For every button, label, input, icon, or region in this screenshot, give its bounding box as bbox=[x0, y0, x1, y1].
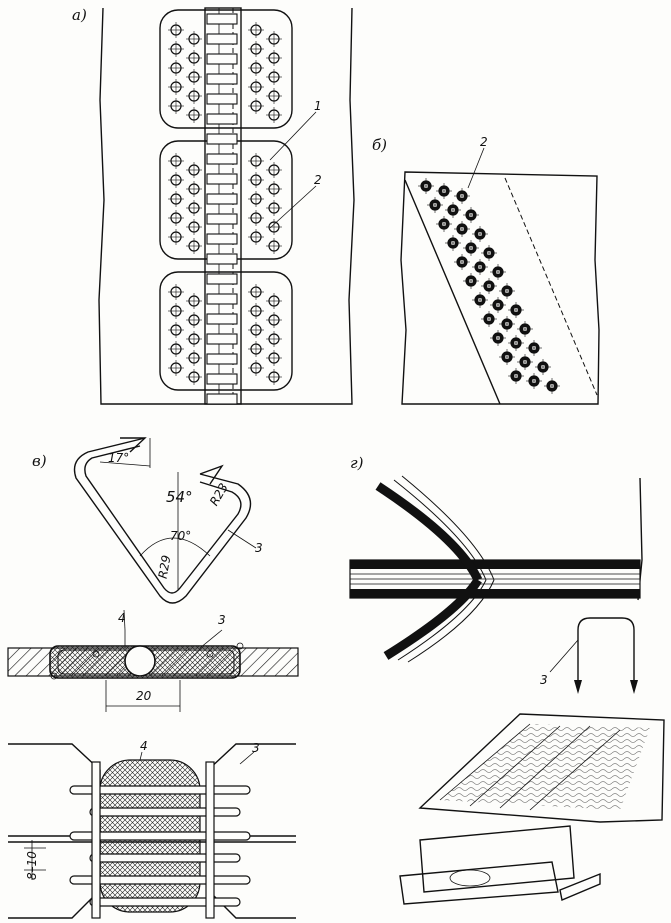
panel-v-callout-4b: 4 bbox=[140, 739, 148, 753]
panel-a-belt-joint: 1 2 а) bbox=[72, 6, 355, 405]
angle-17: 17° bbox=[108, 451, 129, 465]
panel-g-belt-layers: г) 3 bbox=[349, 454, 665, 905]
dimension-20: 20 bbox=[136, 689, 152, 703]
panel-v-callout-4a: 4 bbox=[118, 611, 126, 625]
panel-g-callout-3: 3 bbox=[540, 673, 548, 687]
panel-v-staple: в) 17° 54° 70° R23 R29 3 4 3 20 bbox=[7, 437, 299, 919]
panel-a-callout-1: 1 bbox=[314, 99, 322, 113]
panel-b-callout-2: 2 bbox=[480, 135, 488, 149]
panel-a-label: а) bbox=[72, 6, 87, 24]
panel-v-callout-3c: 3 bbox=[252, 741, 260, 755]
panel-a-callout-2: 2 bbox=[314, 173, 322, 187]
panel-b-skewed-joint: 2 б) bbox=[372, 135, 600, 405]
panel-b-label: б) bbox=[372, 136, 387, 154]
panel-v-callout-3b: 3 bbox=[218, 613, 226, 627]
angle-54: 54° bbox=[166, 488, 193, 506]
angle-70: 70° bbox=[170, 529, 191, 543]
panel-v-label: в) bbox=[32, 452, 47, 470]
dimension-8-10: 8–10 bbox=[25, 851, 39, 880]
panel-g-label: г) bbox=[350, 454, 364, 472]
panel-v-callout-3a: 3 bbox=[255, 541, 263, 555]
radius-29: R29 bbox=[156, 554, 174, 580]
